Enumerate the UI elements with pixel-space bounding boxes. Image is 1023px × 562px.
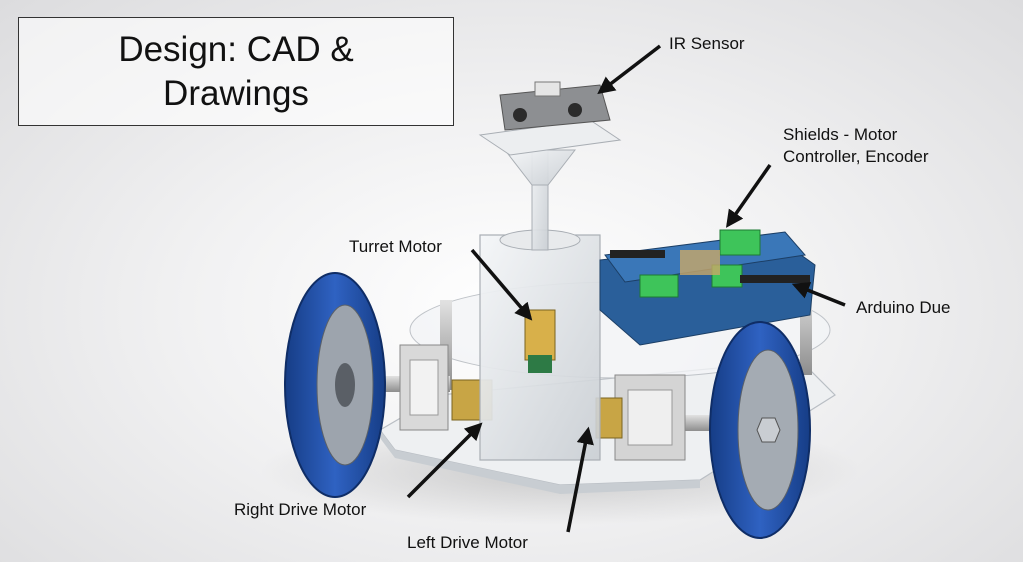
title-box: Design: CAD & Drawings bbox=[18, 17, 454, 126]
turret-motor-arrow bbox=[470, 248, 533, 321]
shields-arrow bbox=[725, 163, 772, 228]
left-drive-motor-label: Left Drive Motor bbox=[407, 533, 528, 552]
right-drive-motor-label: Right Drive Motor bbox=[234, 500, 367, 519]
shields-label: Shields - Motor Controller, Encoder bbox=[783, 125, 929, 166]
header-pins bbox=[740, 275, 810, 283]
arduino-due-arrow bbox=[791, 282, 846, 307]
ir-sensor-label: IR Sensor bbox=[669, 34, 745, 53]
left-drive-motor-arrow bbox=[566, 426, 594, 533]
header-pins bbox=[610, 250, 665, 258]
arduino-due-label: Arduino Due bbox=[856, 298, 951, 317]
left-wheel bbox=[284, 272, 386, 498]
terminal-block bbox=[639, 274, 679, 298]
turret-motor-label: Turret Motor bbox=[349, 237, 442, 256]
right-wheel bbox=[709, 321, 811, 539]
right-drive-motor-arrow bbox=[406, 422, 483, 499]
terminal-block bbox=[719, 229, 761, 256]
slide-title: Design: CAD & Drawings bbox=[118, 29, 354, 113]
turret-encoder bbox=[528, 355, 552, 373]
ir-sensor-body bbox=[499, 84, 611, 131]
ir-sensor-arrow bbox=[597, 44, 662, 95]
